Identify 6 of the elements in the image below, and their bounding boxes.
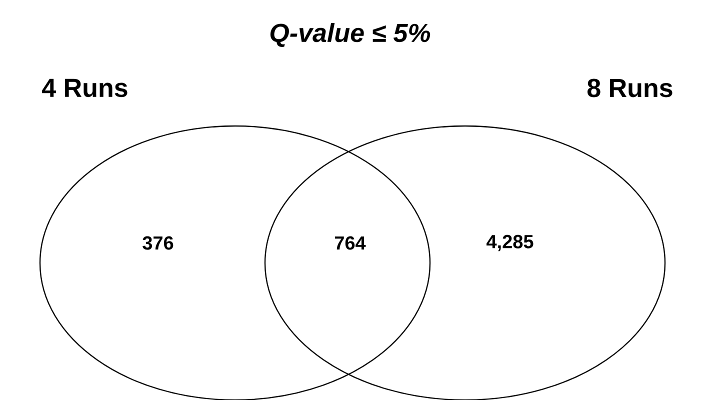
count-label: 376 [142, 236, 174, 250]
set-heading: 8 Runs [588, 78, 672, 98]
set-heading: 4 Runs [42, 78, 128, 98]
title: Q-value ≤ 5% [270, 23, 430, 47]
count-label: 4,285 [486, 234, 534, 252]
count-label: 764 [334, 236, 366, 250]
